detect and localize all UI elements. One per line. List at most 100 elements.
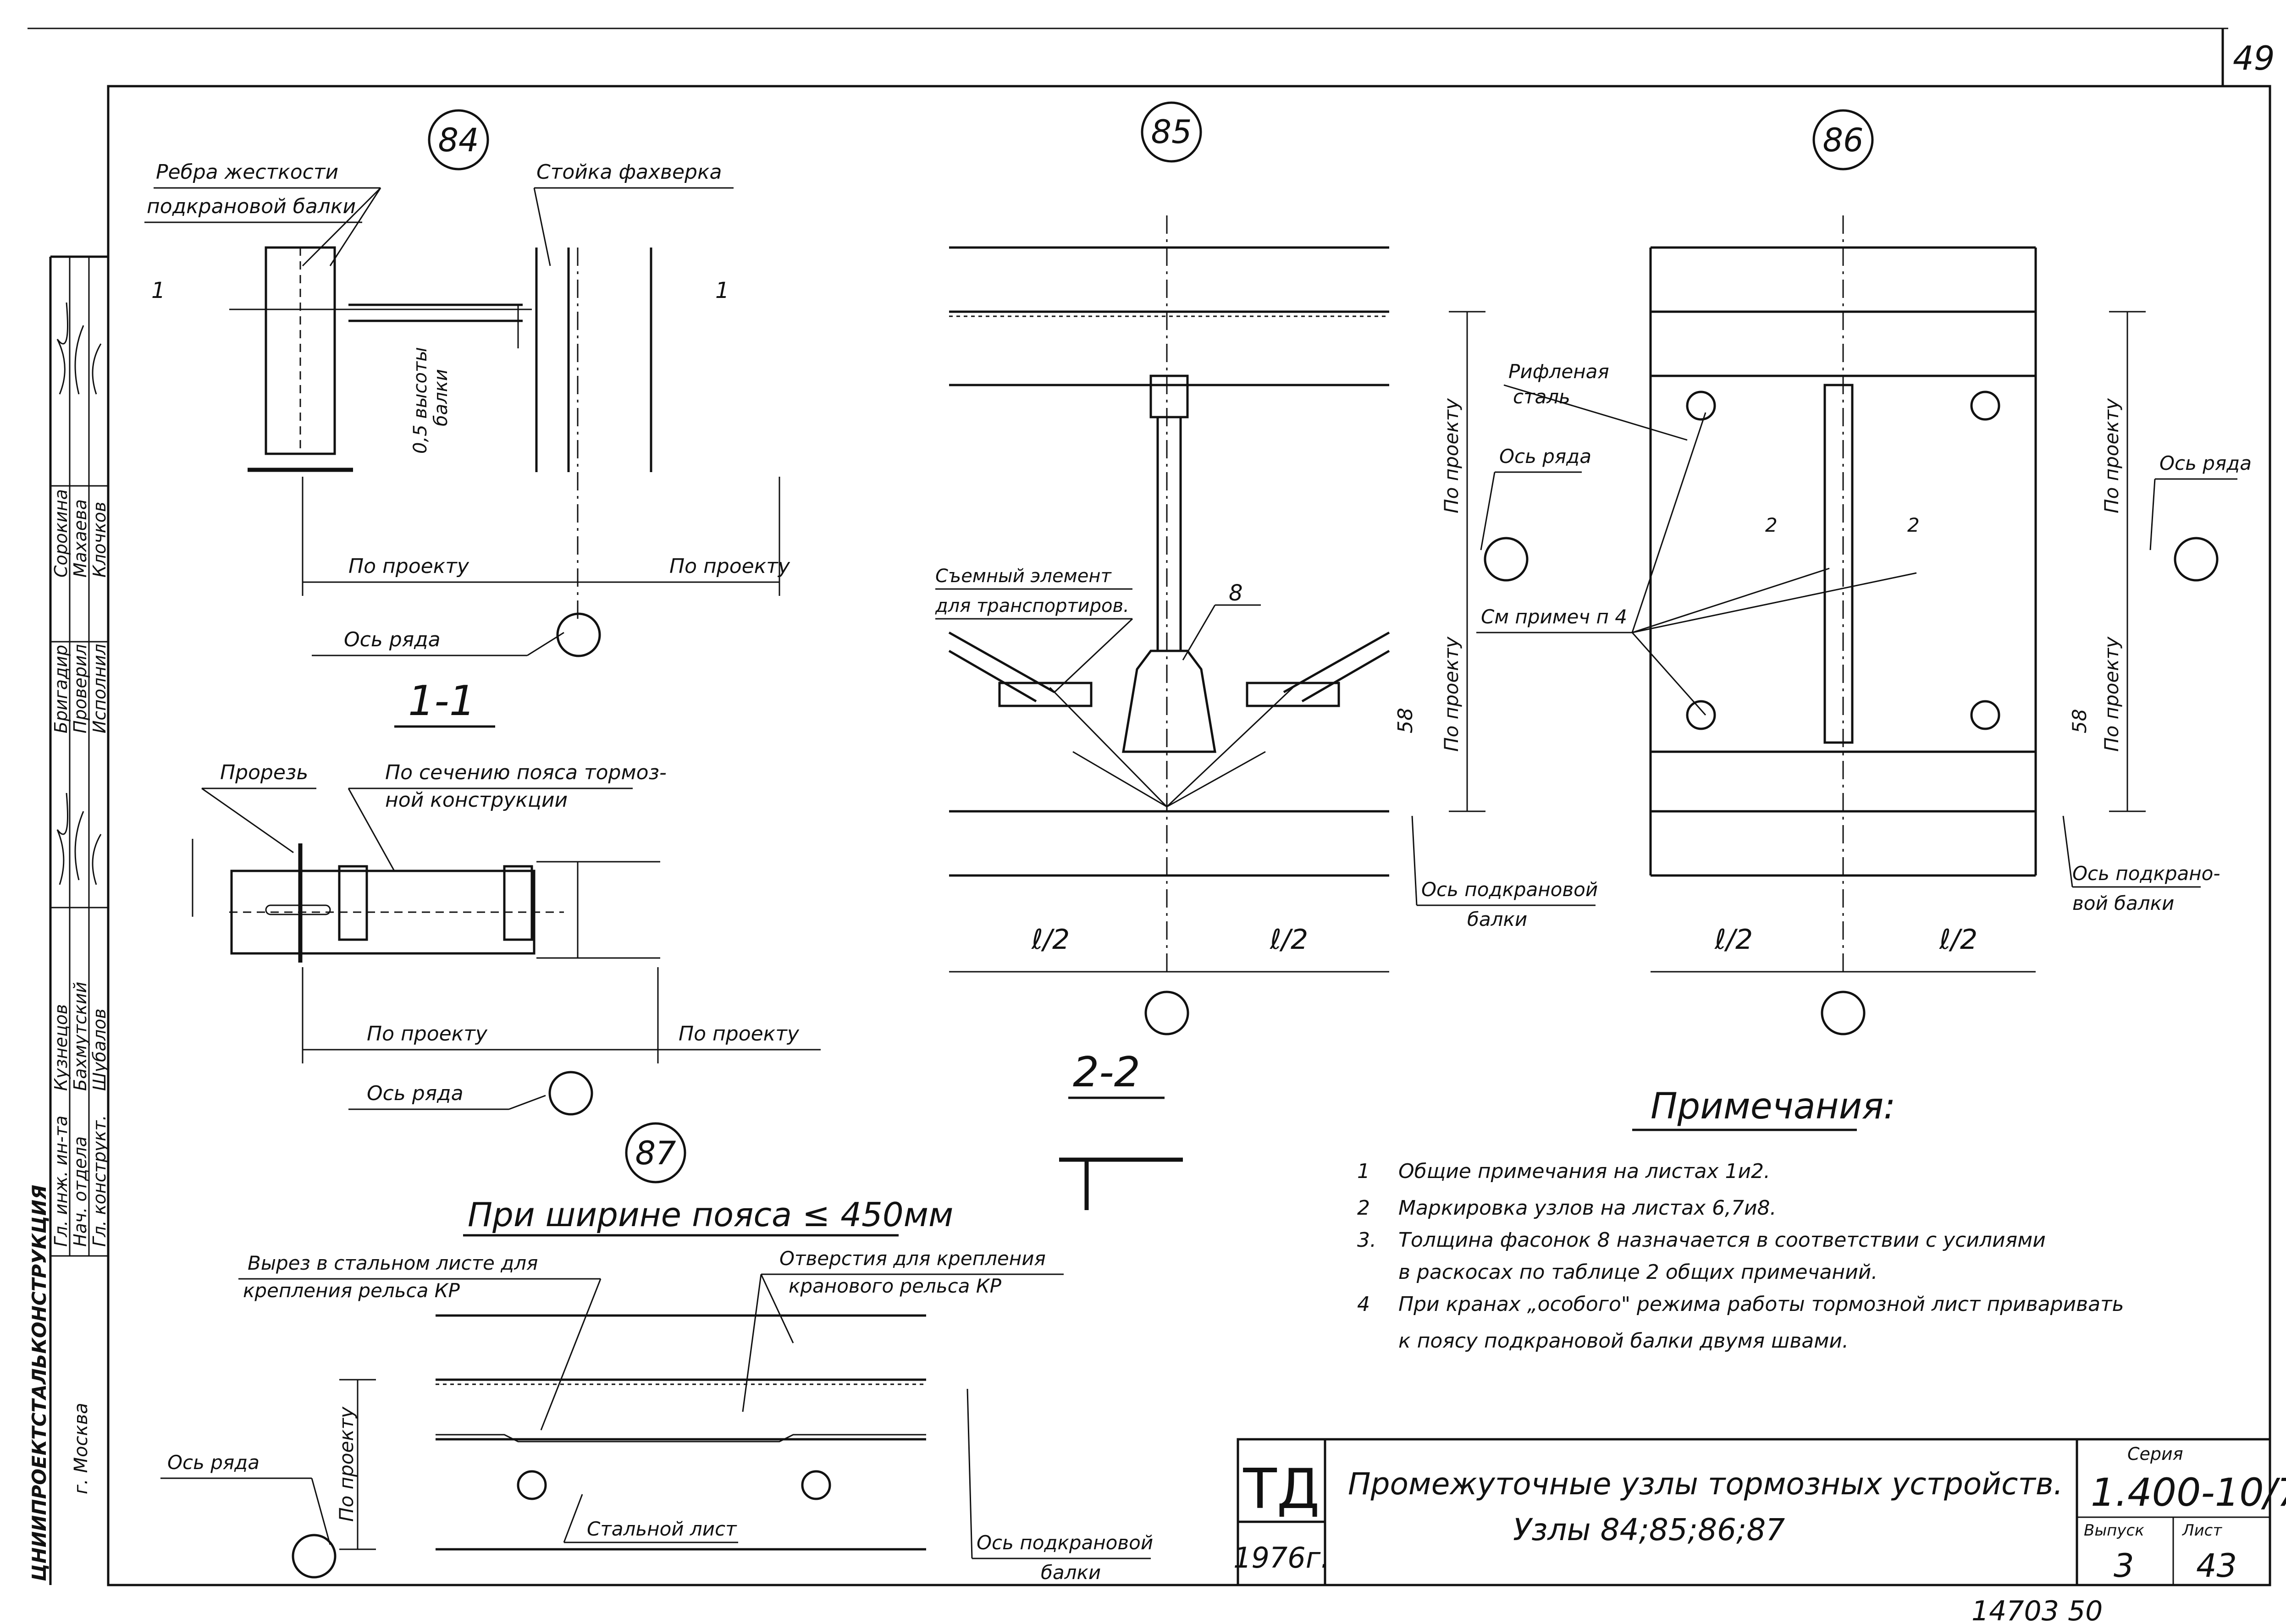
n86-l-half-left: ℓ/2 (1714, 924, 1753, 956)
n86-section-mark-left: 2 (1765, 514, 1778, 536)
node-86-circle (1812, 109, 1874, 171)
node-85-number: 85 (1151, 113, 1192, 151)
n84s-axis-circle (548, 1071, 593, 1116)
stamp-city: г. Москва (71, 1403, 92, 1494)
node-86: 86 Рифленая сталь Ось ряда См примеч п 4… (1440, 109, 2252, 1035)
note-3-text: Толщина фасонок 8 назначается в соответс… (1398, 1228, 2046, 1252)
n86-section-mark-right: 2 (1907, 514, 1920, 536)
n87-holes-2: кранового рельса КР (789, 1275, 1002, 1297)
n86-l-half-right: ℓ/2 (1939, 924, 1977, 956)
title-year: 1976г. (1233, 1541, 1330, 1574)
notes-block: Примечания: 1 Общие примечания на листах… (1357, 1086, 2124, 1353)
stamp-role-6: Исполнил (89, 644, 110, 733)
n87-axis-beam-2: балки (1041, 1561, 1101, 1584)
n86-axis-circle (1821, 991, 1866, 1035)
n84-section-mark-right: 1 (715, 278, 729, 303)
n87-axis-row: Ось ряда (167, 1451, 260, 1474)
n87-heading: При ширине пояса ≤ 450мм (468, 1195, 953, 1234)
sheet-bottom-numbers: 14703 50 (1971, 1595, 2103, 1624)
signature-scribbles-2 (56, 302, 102, 395)
node-87: 87 При ширине пояса ≤ 450мм Вырез в стал… (160, 1122, 1153, 1584)
n86-axis-beam-1: Ось подкрано- (2072, 862, 2220, 885)
n87-axis-beam-1: Ось подкрановой (977, 1531, 1153, 1554)
section-2-2-title: 2-2 (1073, 1048, 1140, 1096)
stamp-org: ЦНИИПРОЕКТСТАЛЬКОНСТРУКЦИЯ (28, 1185, 50, 1581)
n86-label-note-ref: См примеч п 4 (1481, 606, 1627, 628)
signature-scribbles (56, 793, 102, 885)
n84-dim-left: По проекту (348, 555, 469, 578)
note-4-text: При кранах „особого" режима работы тормо… (1398, 1293, 2124, 1316)
note-1-num: 1 (1357, 1160, 1370, 1183)
side-stamp: Гл. инж. ин-та Нач. отдела Гл. конструкт… (28, 255, 110, 1585)
n84s-axis-label: Ось ряда (367, 1082, 464, 1105)
node-84-number: 84 (438, 121, 479, 159)
sheet-label: Лист (2181, 1521, 2222, 1540)
section-2-2-profile (1059, 1157, 1183, 1210)
note-1-text: Общие примечания на листах 1и2. (1398, 1160, 1770, 1183)
node-87-number: 87 (635, 1134, 676, 1172)
n84-axis-label: Ось ряда (344, 628, 441, 651)
n86-dim-project-top: По проекту (2100, 398, 2123, 513)
note-3-num: 3. (1357, 1228, 1376, 1252)
n84-label-rib-2: подкрановой балки (147, 195, 356, 218)
node-84-circle (428, 109, 489, 171)
n85-axis-beam-2: балки (1467, 908, 1527, 930)
note-4b-text: к поясу подкрановой балки двумя швами. (1398, 1329, 1849, 1353)
node-84: 84 Ребра жесткости подкрановой балки Сто… (144, 109, 790, 728)
title-logo: ТД (1242, 1458, 1320, 1521)
node-86-number: 86 (1822, 121, 1863, 159)
stamp-name-4: Сорокина (51, 489, 71, 578)
n84s-dim-right: По проекту (679, 1022, 800, 1046)
series-label: Серия (2127, 1444, 2183, 1464)
node-84-plan: Прорезь По сечению пояса тормоз- ной кон… (192, 761, 821, 1116)
n84-label-half-height-1: 0,5 высоты (410, 347, 431, 454)
stamp-role-4: Бригадир (51, 645, 71, 733)
n85-dim-project-top: По проекту (1440, 398, 1463, 513)
n87-holes-1: Отверстия для крепления (779, 1247, 1046, 1270)
n85-axis-circle (1144, 991, 1189, 1035)
sheet-frame (107, 85, 2271, 1586)
stamp-role-3: Гл. конструкт. (89, 1115, 110, 1247)
n84-section-mark-left: 1 (151, 278, 166, 303)
n87-plate: Стальной лист (587, 1518, 737, 1540)
n84-label-rib-1: Ребра жесткости (156, 160, 338, 184)
note-3b-text: в раскосах по таблице 2 общих примечаний… (1398, 1261, 1877, 1284)
n84s-label-cut: Прорезь (220, 761, 308, 784)
n86-dim-58: 58 (2068, 709, 2091, 733)
n87-dim: По проекту (335, 1406, 358, 1522)
n85-label-removable-1: Съемный элемент (935, 566, 1112, 587)
n86-label-plate-1: Рифленая (1508, 360, 1609, 383)
title-line-2: Узлы 84;85;86;87 (1513, 1512, 1785, 1547)
issue-label: Выпуск (2084, 1521, 2144, 1540)
node-87-circle (625, 1122, 686, 1184)
n84-label-post: Стойка фахверка (536, 160, 722, 184)
stamp-role-5: Проверил (70, 644, 90, 733)
note-4-num: 4 (1357, 1293, 1370, 1316)
title-line-1: Промежуточные узлы тормозных устройств. (1348, 1466, 2063, 1502)
stamp-role-2: Нач. отдела (70, 1136, 90, 1247)
n84-axis-circle (556, 612, 601, 657)
section-1-1-title: 1-1 (408, 677, 475, 725)
node-85-circle (1141, 101, 1202, 163)
n84s-label-belt-1: По сечению пояса тормоз- (385, 761, 667, 784)
page-number: 49 (2233, 39, 2275, 77)
stamp-name-1: Кузнецов (51, 1004, 71, 1091)
stamp-name-3: Шубалов (89, 1008, 110, 1091)
notes-title: Примечания: (1651, 1086, 1895, 1127)
stamp-name-5: Махаева (70, 499, 90, 578)
n84s-label-belt-2: ной конструкции (385, 788, 568, 812)
n85-axis-beam-1: Ось подкрановой (1421, 878, 1598, 901)
sheet-value: 43 (2196, 1547, 2237, 1585)
stamp-name-2: Бахмутский (70, 982, 90, 1091)
node-85: 85 Съемный элемент для транспортиров. 8 … (935, 101, 1417, 1210)
stamp-role-1: Гл. инж. ин-та (51, 1116, 71, 1247)
issue-value: 3 (2114, 1547, 2134, 1585)
n85-l-half-left: ℓ/2 (1031, 924, 1070, 956)
n84-label-half-height-2: балки (431, 369, 452, 426)
n85-label-removable-2: для транспортиров. (935, 595, 1129, 617)
n85-l-half-right: ℓ/2 (1270, 924, 1308, 956)
n85-dim-project-bottom: По проекту (1440, 636, 1463, 752)
n85-dim-58: 58 (1394, 708, 1417, 733)
n86-label-axis-row-right: Ось ряда (2159, 452, 2252, 474)
